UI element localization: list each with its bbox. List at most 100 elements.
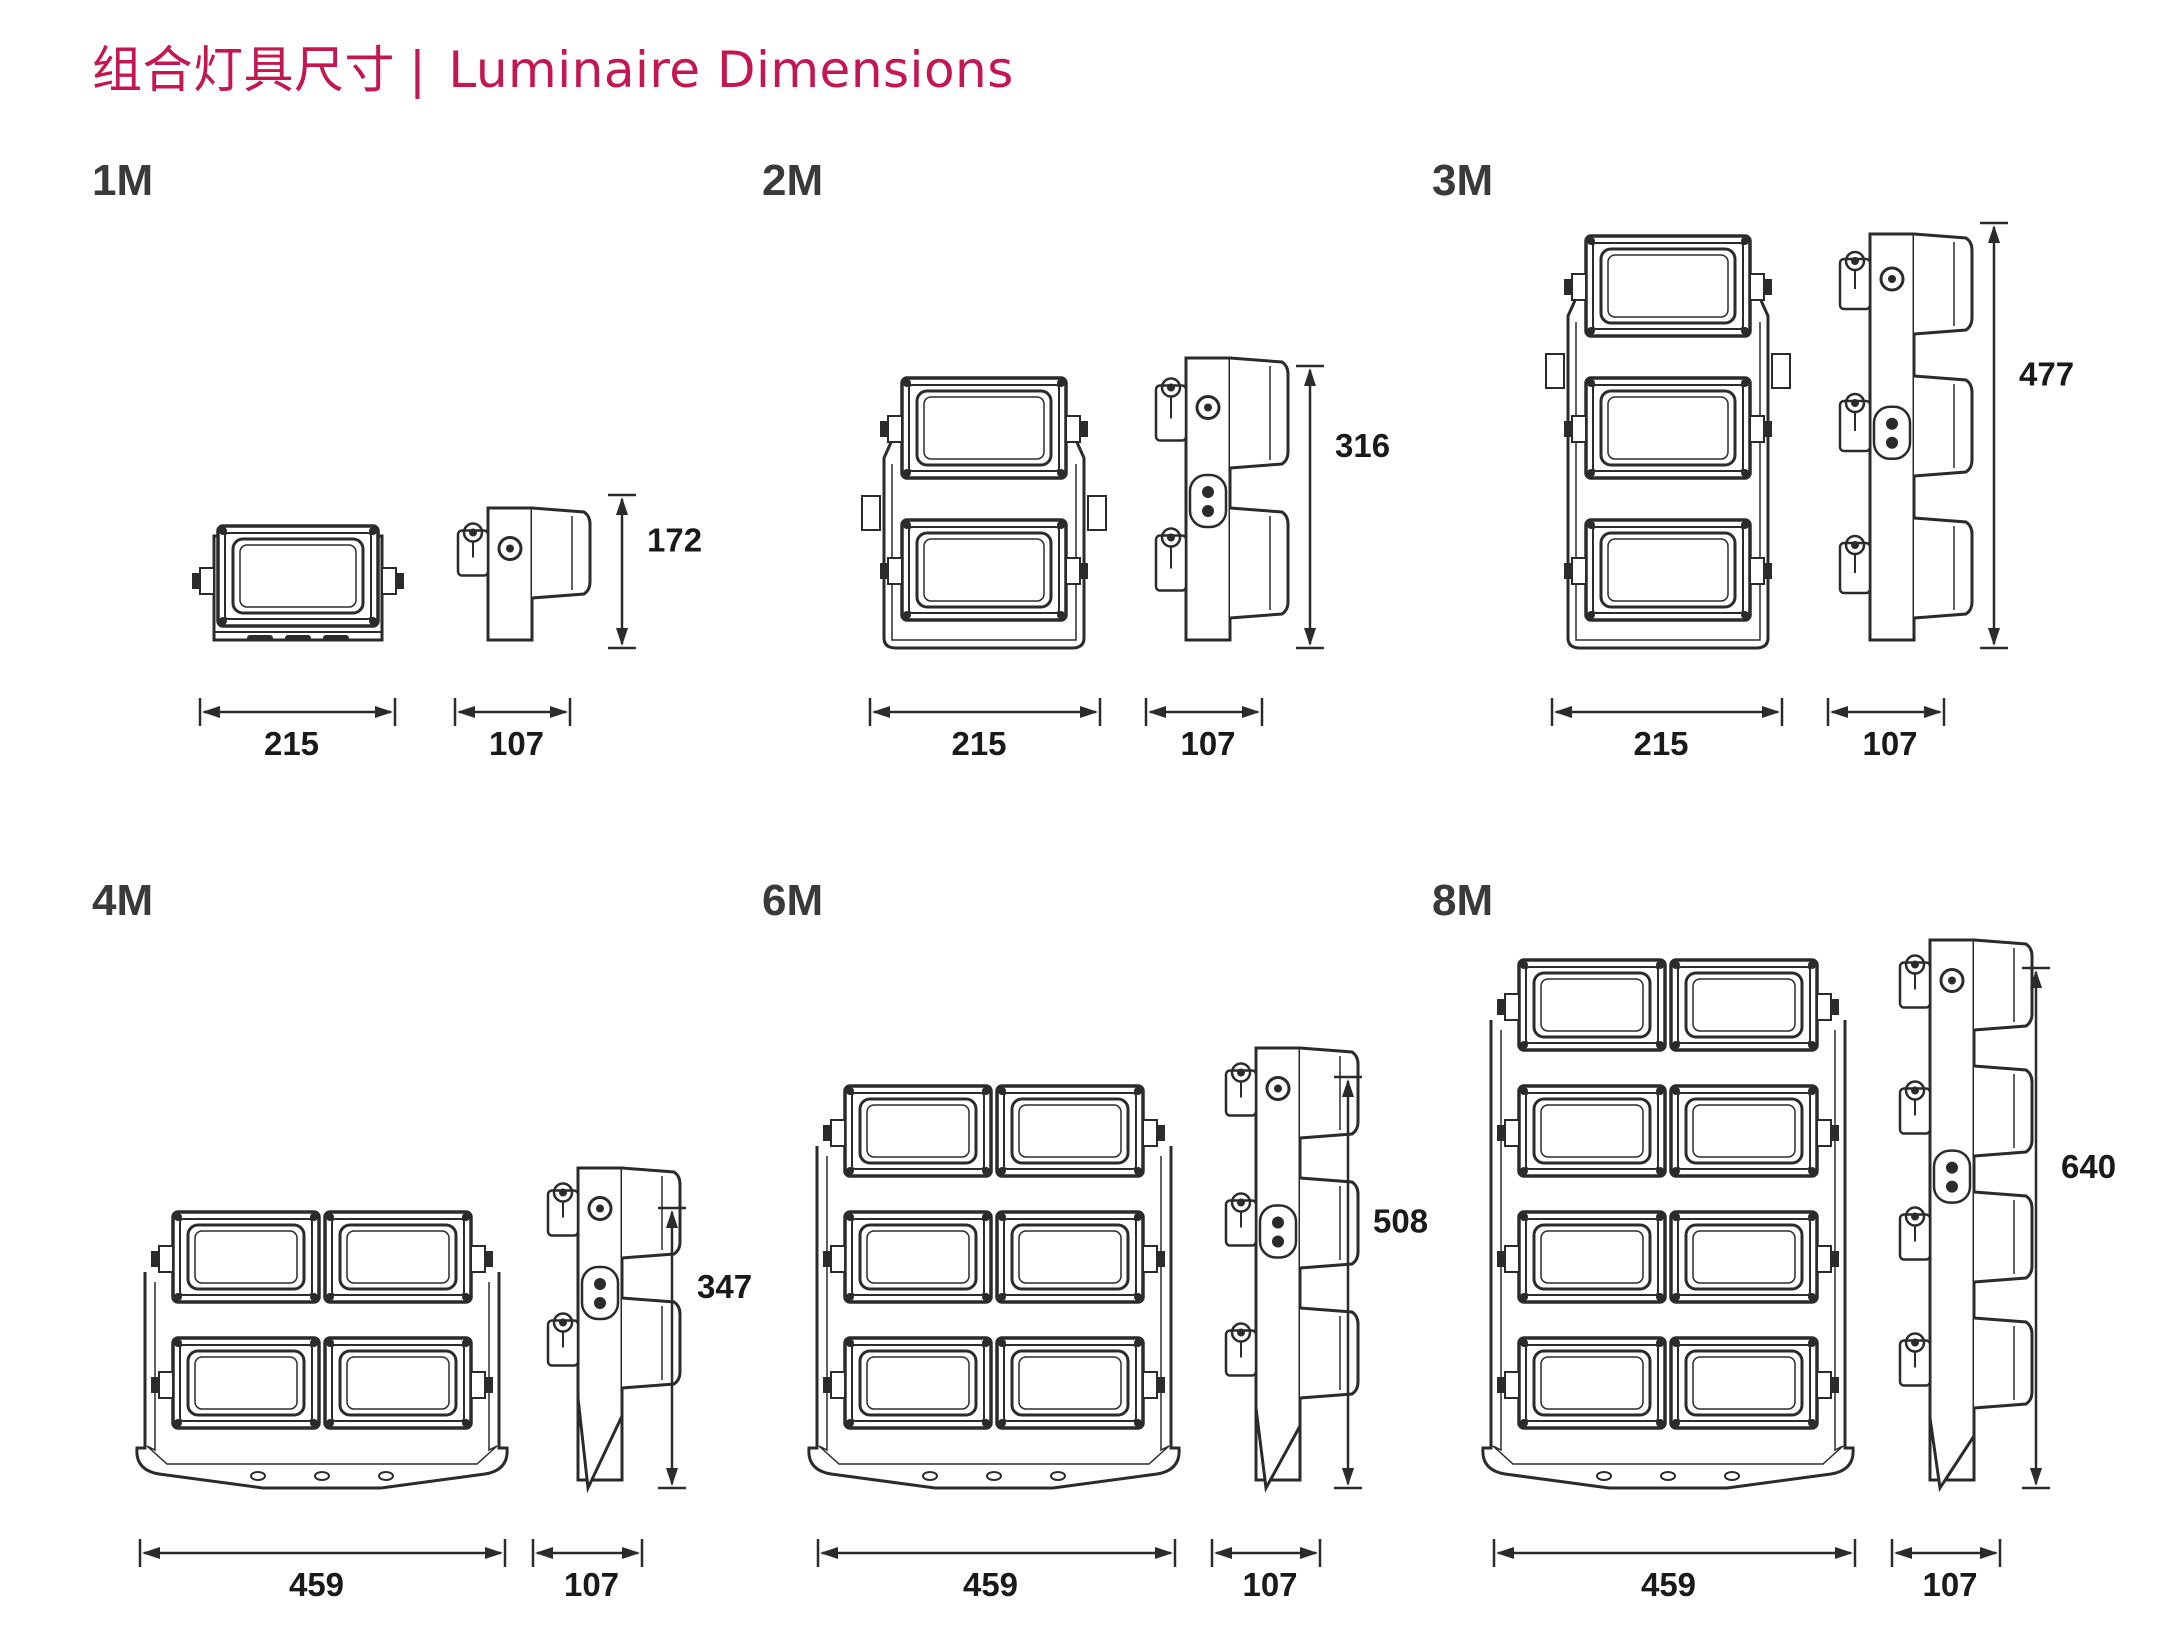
depth-dimension-line [1890, 1539, 2002, 1567]
mount-bracket [1497, 1245, 1520, 1273]
model-label: 6M [762, 876, 823, 925]
depth-dimension-line [531, 1539, 644, 1567]
mount-bracket [1816, 993, 1839, 1021]
mount-bracket [823, 1119, 846, 1147]
mount-bracket [1564, 415, 1587, 443]
depth-dimension-value: 107 [1242, 1566, 1297, 1603]
mount-bracket [1816, 1119, 1839, 1147]
width-dimension-value: 459 [963, 1566, 1018, 1603]
led-module [1669, 1210, 1819, 1304]
led-module [843, 1084, 993, 1178]
mount-bracket [381, 567, 404, 595]
width-dimension-value: 459 [1641, 1566, 1696, 1603]
page-title: 组合灯具尺寸| Luminaire Dimensions [92, 30, 1014, 102]
front-view [135, 1210, 509, 1490]
depth-dimension-line [1826, 698, 1946, 726]
led-module [323, 1336, 473, 1430]
led-module [900, 376, 1068, 480]
height-dimension-line [1980, 221, 2008, 650]
led-module [1669, 1084, 1819, 1178]
height-dimension-value: 316 [1335, 427, 1390, 464]
led-module [900, 518, 1068, 622]
height-dimension-value: 640 [2061, 1148, 2116, 1185]
led-module [995, 1210, 1145, 1304]
model-label: 8M [1432, 876, 1493, 925]
mount-bracket [151, 1245, 174, 1273]
led-module [995, 1336, 1145, 1430]
mount-bracket [470, 1245, 493, 1273]
width-dimension-line [816, 1539, 1177, 1567]
mount-bracket [823, 1245, 846, 1273]
front-view [861, 376, 1107, 650]
title-chinese: 组合灯具尺寸 [92, 41, 395, 99]
led-module [1584, 376, 1752, 480]
width-dimension-line [198, 698, 397, 726]
model-label: 2M [762, 156, 823, 205]
mount-bracket [880, 557, 903, 585]
depth-dimension-value: 107 [1922, 1566, 1977, 1603]
mount-bracket [1497, 993, 1520, 1021]
mount-bracket [192, 567, 215, 595]
mount-bracket [1497, 1371, 1520, 1399]
led-module [843, 1210, 993, 1304]
width-dimension-line [138, 1539, 507, 1567]
led-module [1517, 1210, 1667, 1304]
width-dimension-value: 215 [264, 725, 319, 762]
mount-bracket [470, 1371, 493, 1399]
led-module [1517, 1336, 1667, 1430]
side-view [1154, 356, 1290, 642]
mount-bracket [880, 415, 903, 443]
mount-bracket [1749, 415, 1772, 443]
front-view [1481, 958, 1855, 1490]
mount-bracket [1142, 1371, 1165, 1399]
led-module [843, 1336, 993, 1430]
title-separator: | [409, 41, 427, 99]
mount-bracket [823, 1371, 846, 1399]
led-module [1669, 1336, 1819, 1430]
height-dimension-value: 477 [2019, 356, 2074, 393]
width-dimension-value: 459 [289, 1566, 344, 1603]
front-view [192, 524, 404, 642]
led-module [1517, 958, 1667, 1052]
led-module [1517, 1084, 1667, 1178]
height-dimension-line [2022, 966, 2050, 1490]
height-dimension-line [1334, 1075, 1362, 1490]
led-module [323, 1210, 473, 1304]
model-label: 1M [92, 156, 153, 205]
mount-bracket [1142, 1119, 1165, 1147]
depth-dimension-value: 107 [489, 725, 544, 762]
depth-dimension-line [1144, 698, 1264, 726]
depth-dimension-value: 107 [1180, 725, 1235, 762]
led-module [1669, 958, 1819, 1052]
width-dimension-line [1550, 698, 1784, 726]
mount-bracket [1142, 1245, 1165, 1273]
title-english: Luminaire Dimensions [448, 41, 1014, 99]
mount-bracket [1816, 1371, 1839, 1399]
mount-bracket [1065, 557, 1088, 585]
led-module [995, 1084, 1145, 1178]
front-view [1545, 234, 1791, 650]
height-dimension-line [658, 1206, 686, 1490]
model-6m: 6M 459 107 508 [762, 876, 1428, 1603]
width-dimension-value: 215 [1633, 725, 1688, 762]
led-module [216, 524, 380, 628]
mount-bracket [1749, 273, 1772, 301]
mount-bracket [1564, 273, 1587, 301]
height-dimension-value: 508 [1373, 1203, 1428, 1240]
led-module [1584, 234, 1752, 338]
mount-bracket [151, 1371, 174, 1399]
side-view [1898, 938, 2034, 1493]
depth-dimension-line [453, 698, 572, 726]
led-module [171, 1336, 321, 1430]
side-view [1224, 1046, 1360, 1493]
mount-bracket [1065, 415, 1088, 443]
model-label: 3M [1432, 156, 1493, 205]
depth-dimension-line [1210, 1539, 1322, 1567]
mount-bracket [1816, 1245, 1839, 1273]
led-module [171, 1210, 321, 1304]
mount-bracket [1564, 557, 1587, 585]
led-module [1584, 518, 1752, 622]
